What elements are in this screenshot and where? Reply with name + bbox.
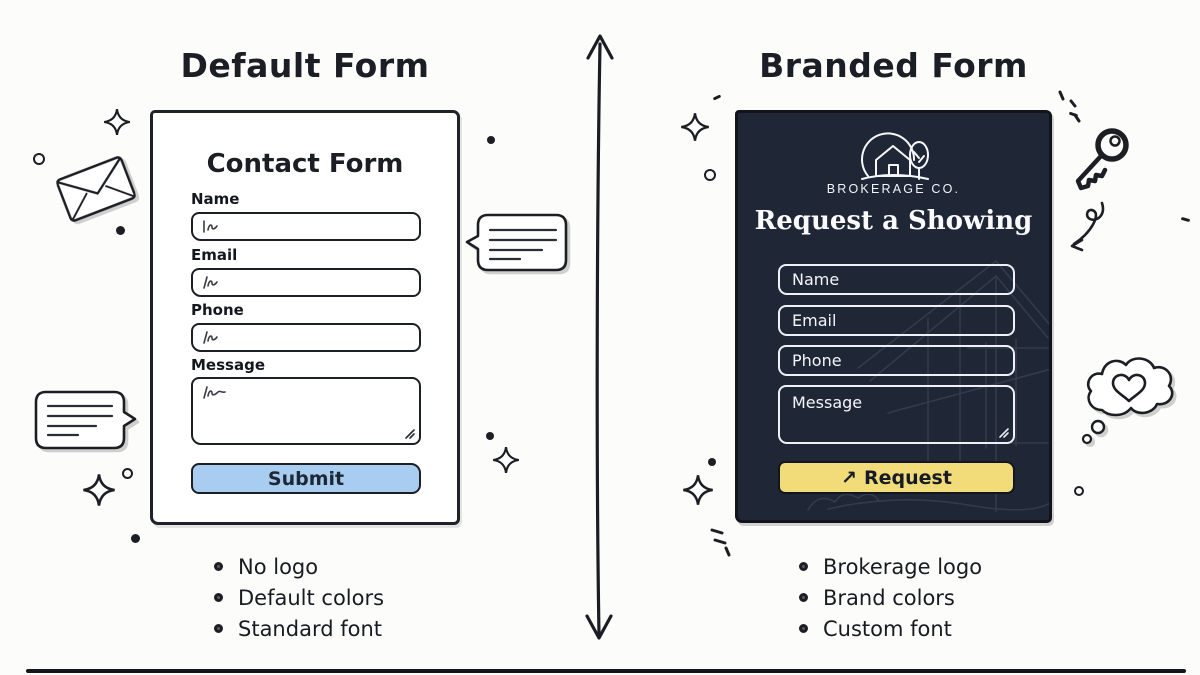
email-input[interactable] xyxy=(191,268,421,297)
sparkle-icon xyxy=(103,108,131,136)
speech-bubble-icon xyxy=(34,390,137,450)
sparkle-icon xyxy=(681,113,709,141)
speech-bubble-icon xyxy=(465,213,568,272)
brand-logo xyxy=(738,127,1049,183)
dot-doodle xyxy=(486,432,494,440)
branded-form-notes: Brokerage logo Brand colors Custom font xyxy=(799,551,982,644)
note-text: Default colors xyxy=(238,585,385,610)
note-text: Custom font xyxy=(823,616,952,641)
contact-form-heading: Contact Form xyxy=(206,149,404,179)
circle-doodle xyxy=(1074,486,1084,496)
email-input-branded[interactable]: Email xyxy=(778,305,1015,336)
note-item: No logo xyxy=(214,551,384,582)
dash-doodle xyxy=(712,94,722,101)
resize-handle-icon[interactable] xyxy=(403,427,416,440)
message-label: Message xyxy=(191,356,265,374)
pen-squiggle-icon xyxy=(203,220,218,233)
submit-button[interactable]: Submit xyxy=(191,463,421,494)
thought-cloud-heart-icon xyxy=(1081,357,1174,445)
sparkle-icon xyxy=(492,446,520,474)
placeholder-text: Email xyxy=(792,311,837,330)
dot-doodle xyxy=(116,226,125,235)
phone-label: Phone xyxy=(191,301,244,319)
comparison-arrow xyxy=(585,34,614,640)
default-form-title: Default Form xyxy=(180,46,430,85)
message-textarea-branded[interactable]: Message xyxy=(778,385,1015,444)
resize-handle-icon[interactable] xyxy=(997,426,1010,439)
note-item: Brand colors xyxy=(799,582,982,613)
name-input-branded[interactable]: Name xyxy=(778,264,1015,295)
pen-squiggle-icon xyxy=(203,276,218,289)
emphasis-ticks-icon xyxy=(1058,90,1081,123)
name-label: Name xyxy=(191,190,240,208)
dot-doodle xyxy=(708,458,716,466)
bottom-edge-line xyxy=(26,669,1186,673)
brand-logo-text: BROKERAGE CO. xyxy=(826,182,961,196)
phone-input-branded[interactable]: Phone xyxy=(778,345,1015,376)
curly-arrow-icon xyxy=(1070,201,1105,252)
house-tree-logo-icon xyxy=(860,132,929,180)
bullet-icon xyxy=(214,562,223,571)
dash-doodle xyxy=(1180,216,1191,223)
sparkle-icon xyxy=(683,475,713,505)
note-item: Custom font xyxy=(799,613,982,644)
bullet-icon xyxy=(799,562,808,571)
circle-doodle xyxy=(704,169,716,181)
name-input[interactable] xyxy=(191,212,421,241)
dot-doodle xyxy=(487,136,495,144)
default-form-card: Contact Form Name Email Phone Message xyxy=(150,110,460,525)
branded-form-card: BROKERAGE CO. Request a Showing Name Ema… xyxy=(735,110,1052,523)
note-text: Brand colors xyxy=(823,585,955,610)
note-text: Standard font xyxy=(238,616,382,641)
request-button-label: Request xyxy=(864,466,952,489)
request-showing-heading: Request a Showing xyxy=(754,206,1033,236)
phone-input[interactable] xyxy=(191,323,421,352)
note-text: Brokerage logo xyxy=(823,554,983,579)
placeholder-text: Message xyxy=(792,393,863,412)
bullet-icon xyxy=(214,593,223,602)
bullet-icon xyxy=(214,624,223,633)
placeholder-text: Phone xyxy=(792,351,842,370)
email-label: Email xyxy=(191,246,238,264)
placeholder-text: Name xyxy=(792,270,840,289)
note-item: Standard font xyxy=(214,613,384,644)
note-text: No logo xyxy=(238,554,319,579)
message-textarea[interactable] xyxy=(191,377,421,445)
bullet-icon xyxy=(799,593,808,602)
dot-doodle xyxy=(131,534,140,543)
note-item: Default colors xyxy=(214,582,384,613)
envelope-icon xyxy=(56,156,136,222)
default-form-notes: No logo Default colors Standard font xyxy=(214,551,384,644)
sparkle-icon xyxy=(83,474,115,506)
bullet-icon xyxy=(799,624,808,633)
arrow-up-right-icon: ↗ xyxy=(841,466,857,489)
request-button[interactable]: ↗ Request xyxy=(778,461,1015,494)
key-icon xyxy=(1075,128,1129,191)
circle-doodle xyxy=(33,153,45,165)
note-item: Brokerage logo xyxy=(799,551,982,582)
circle-doodle xyxy=(122,468,133,479)
pen-squiggle-icon xyxy=(203,386,226,399)
emphasis-ticks-icon xyxy=(710,528,731,557)
branded-form-title: Branded Form xyxy=(759,46,1028,85)
pen-squiggle-icon xyxy=(203,331,218,344)
